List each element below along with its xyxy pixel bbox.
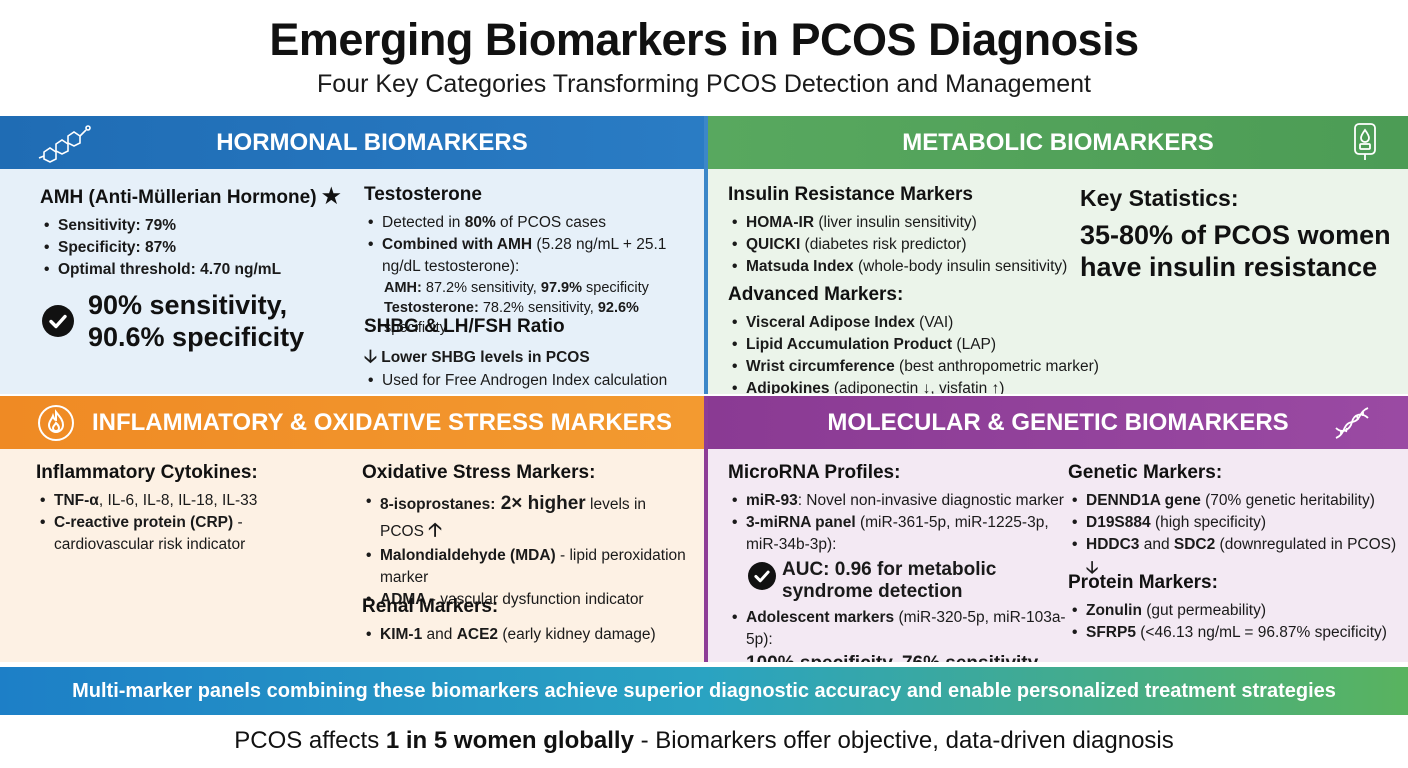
auc-highlight: AUC: 0.96 for metabolic syndrome detecti… xyxy=(728,559,1068,603)
hormonal-header: HORMONAL BIOMARKERS xyxy=(0,116,704,169)
amh-item: Specificity: 87% xyxy=(40,237,350,259)
inflammatory-header-label: INFLAMMATORY & OXIDATIVE STRESS MARKERS xyxy=(91,409,673,436)
check-circle-icon xyxy=(748,561,776,590)
cytokine-item: TNF-α, IL-6, IL-8, IL-18, IL-33 xyxy=(36,490,346,512)
footer-note: PCOS affects 1 in 5 women globally - Bio… xyxy=(234,727,1174,754)
advanced-item: Visceral Adipose Index (VAI) xyxy=(728,312,1148,334)
advanced-item: Lipid Accumulation Product (LAP) xyxy=(728,334,1148,356)
microrna-item: miR-93: Novel non-invasive diagnostic ma… xyxy=(728,490,1068,512)
summary-banner: Multi-marker panels combining these biom… xyxy=(0,667,1408,715)
renal-item: KIM-1 and ACE2 (early kidney damage) xyxy=(362,624,692,646)
microrna-item: 3-miRNA panel (miR-361-5p, miR-1225-3p, … xyxy=(728,512,1068,556)
amh-highlight: 90% sensitivity, 90.6% specificity xyxy=(40,289,350,354)
molecular-header: MOLECULAR & GENETIC BIOMARKERS xyxy=(708,396,1408,449)
oxidative-block: Oxidative Stress Markers: 8-isoprostanes… xyxy=(362,460,692,611)
testosterone-item: Combined with AMH (5.28 ng/mL + 25.1 ng/… xyxy=(364,234,702,278)
oxidative-heading: Oxidative Stress Markers: xyxy=(362,462,596,483)
glucose-meter-icon xyxy=(1352,122,1378,169)
amh-item: Sensitivity: 79% xyxy=(40,215,350,237)
protein-heading: Protein Markers: xyxy=(1068,572,1218,593)
insulin-item: Matsuda Index (whole-body insulin sensit… xyxy=(728,256,1088,278)
inflammatory-panel: INFLAMMATORY & OXIDATIVE STRESS MARKERS … xyxy=(0,396,704,662)
hormonal-header-label: HORMONAL BIOMARKERS xyxy=(216,129,528,156)
stats-heading: Key Statistics: xyxy=(1080,185,1239,211)
insulin-heading: Insulin Resistance Markers xyxy=(728,184,973,205)
cytokines-block: Inflammatory Cytokines: TNF-α, IL-6, IL-… xyxy=(36,460,346,556)
protein-item: SFRP5 (<46.13 ng/mL = 96.87% specificity… xyxy=(1068,622,1404,644)
amh-heading: AMH (Anti-Müllerian Hormone) ★ xyxy=(40,185,341,208)
insulin-item: HOMA-IR (liver insulin sensitivity) xyxy=(728,212,1088,234)
metabolic-header: METABOLIC BIOMARKERS xyxy=(708,116,1408,169)
metabolic-header-label: METABOLIC BIOMARKERS xyxy=(902,129,1214,156)
divider xyxy=(704,396,708,662)
shbg-block: SHBG & LH/FSH Ratio 🡣 Lower SHBG levels … xyxy=(364,314,702,392)
testosterone-item: Detected in 80% of PCOS cases xyxy=(364,212,702,234)
testosterone-combined-stat: Testosterone: 78.2% sensitivity, 92.6% s… xyxy=(384,299,639,336)
amh-block: AMH (Anti-Müllerian Hormone) ★ Sensitivi… xyxy=(40,182,350,354)
molecular-panel: MOLECULAR & GENETIC BIOMARKERS MicroRNA … xyxy=(708,396,1408,662)
arrow-down-icon: 🡣 xyxy=(364,345,377,366)
advanced-heading: Advanced Markers: xyxy=(728,284,904,305)
shbg-heading: SHBG & LH/FSH Ratio xyxy=(364,316,565,337)
microrna-item: Adolescent markers (miR-320-5p, miR-103a… xyxy=(728,607,1068,651)
oxidative-item: ADMA - vascular dysfunction indicator xyxy=(362,589,692,611)
oxidative-item: 8-isoprostanes: 2× higher levels in PCOS… xyxy=(362,491,692,545)
arrow-up-icon: 🡡 xyxy=(428,519,442,541)
shbg-item: Used for Free Androgen Index calculation xyxy=(364,370,702,392)
flame-icon xyxy=(36,403,76,450)
testosterone-block: Testosterone Detected in 80% of PCOS cas… xyxy=(364,182,702,338)
molecule-icon xyxy=(36,122,96,171)
dna-icon xyxy=(1332,404,1372,449)
metabolic-panel: METABOLIC BIOMARKERS Insulin Resistance … xyxy=(708,116,1408,394)
inflammatory-header: INFLAMMATORY & OXIDATIVE STRESS MARKERS xyxy=(0,396,704,449)
key-statistics: Key Statistics: 35-80% of PCOS women hav… xyxy=(1080,182,1400,283)
renal-block: Renal Markers: KIM-1 and ACE2 (early kid… xyxy=(362,594,692,646)
cytokine-item: C-reactive protein (CRP) - cardiovascula… xyxy=(36,512,346,556)
insulin-item: QUICKI (diabetes risk predictor) xyxy=(728,234,1088,256)
adolescent-result: 100% specificity, 76% sensitivity xyxy=(728,651,1068,662)
cytokines-heading: Inflammatory Cytokines: xyxy=(36,462,258,483)
genetic-item: HDDC3 and SDC2 (downregulated in PCOS) 🡣 xyxy=(1068,534,1404,580)
amh-item: Optimal threshold: 4.70 ng/mL xyxy=(40,259,350,281)
testosterone-heading: Testosterone xyxy=(364,184,482,205)
microrna-block: MicroRNA Profiles: miR-93: Novel non-inv… xyxy=(728,460,1068,662)
molecular-header-label: MOLECULAR & GENETIC BIOMARKERS xyxy=(827,409,1289,436)
amh-combined-stat: AMH: 87.2% sensitivity, 97.9% specificit… xyxy=(384,279,649,296)
check-circle-icon xyxy=(42,304,74,337)
divider xyxy=(704,116,708,394)
arrow-down-icon: 🡣 xyxy=(1086,557,1099,577)
advanced-block: Advanced Markers: Visceral Adipose Index… xyxy=(728,282,1148,394)
genetic-item: D19S884 (high specificity) xyxy=(1068,512,1404,534)
genetic-block: Genetic Markers: DENND1A gene (70% genet… xyxy=(1068,460,1404,580)
star-icon: ★ xyxy=(321,185,341,208)
hormonal-panel: HORMONAL BIOMARKERS AMH (Anti-Müllerian … xyxy=(0,116,704,394)
protein-block: Protein Markers: Zonulin (gut permeabili… xyxy=(1068,570,1404,644)
protein-item: Zonulin (gut permeability) xyxy=(1068,600,1404,622)
genetic-heading: Genetic Markers: xyxy=(1068,462,1223,483)
genetic-item: DENND1A gene (70% genetic heritability) xyxy=(1068,490,1404,512)
page-title: Emerging Biomarkers in PCOS Diagnosis xyxy=(269,14,1139,65)
page-subtitle: Four Key Categories Transforming PCOS De… xyxy=(317,70,1091,98)
shbg-lower: 🡣 Lower SHBG levels in PCOS xyxy=(364,345,590,366)
insulin-block: Insulin Resistance Markers HOMA-IR (live… xyxy=(728,182,1088,278)
microrna-heading: MicroRNA Profiles: xyxy=(728,462,901,483)
renal-heading: Renal Markers: xyxy=(362,596,499,617)
advanced-item: Wrist circumference (best anthropometric… xyxy=(728,356,1148,378)
oxidative-item: Malondialdehyde (MDA) - lipid peroxidati… xyxy=(362,545,692,589)
advanced-item: Adipokines (adiponectin ↓, visfatin ↑) xyxy=(728,378,1148,394)
